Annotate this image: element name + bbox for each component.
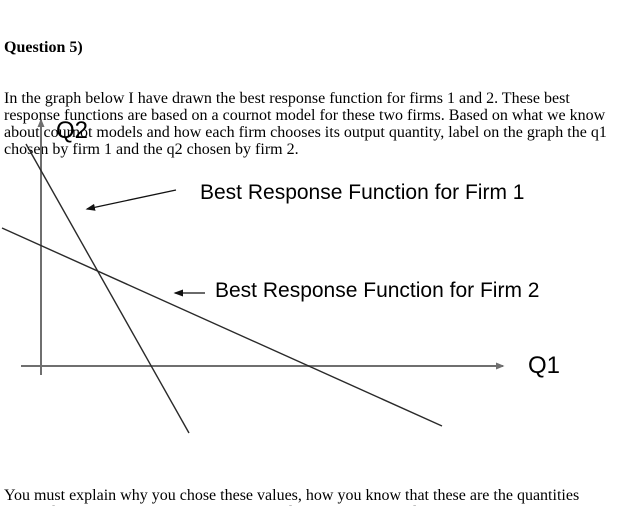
footer-body: You must explain why you chose these val…	[4, 487, 591, 506]
firm1-annotation-arrow	[85, 189, 177, 211]
y-axis-label: Q2	[56, 117, 89, 144]
footer-block: You must explain why you chose these val…	[4, 453, 591, 506]
question-block: Question 5) In the graph below I have dr…	[4, 5, 607, 192]
firm1-annotation-label: Best Response Function for Firm 1	[200, 181, 525, 204]
x-axis-label: Q1	[528, 352, 561, 379]
question-body: In the graph below I have drawn the best…	[4, 90, 607, 158]
firm2-best-response-line	[1, 227, 443, 427]
firm1-best-response-line	[25, 143, 190, 434]
firm2-annotation-label: Best Response Function for Firm 2	[215, 279, 540, 302]
question-heading: Question 5)	[4, 39, 83, 56]
